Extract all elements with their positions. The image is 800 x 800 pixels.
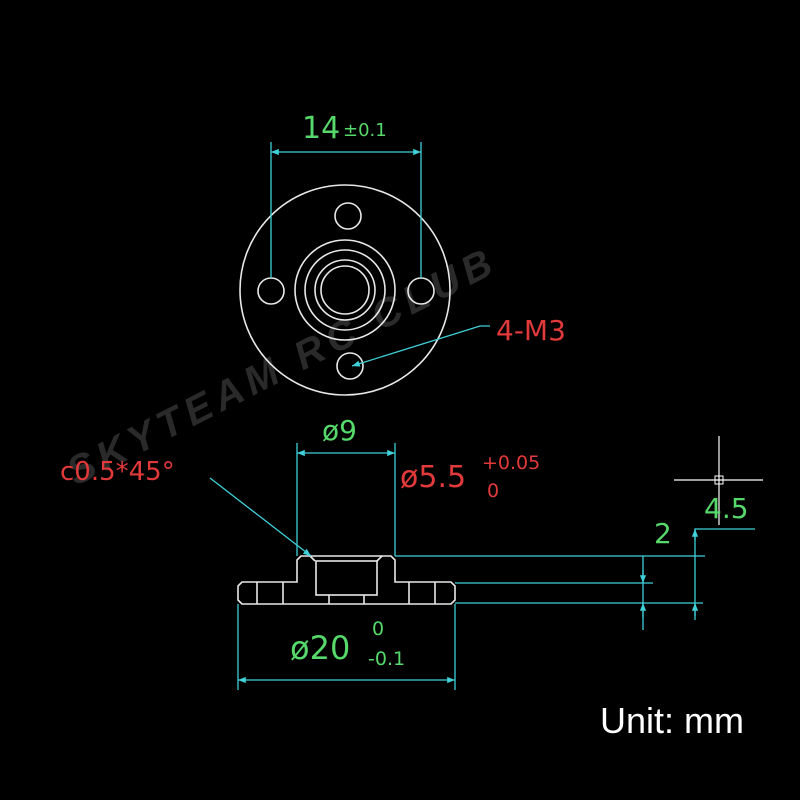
dim-20: ø20 — [290, 629, 350, 667]
dim-14: 14 — [302, 111, 340, 146]
dim-2: 2 — [654, 517, 672, 550]
hub-chamfer — [304, 249, 386, 331]
side-view: ø9 c0.5*45° ø5.5 +0.05 0 ø20 0 -0.1 4.5 … — [60, 414, 763, 690]
dim-5-5-tol-upper: +0.05 — [482, 452, 540, 474]
dim-14-tol: ±0.1 — [343, 120, 387, 141]
mount-hole — [407, 277, 435, 305]
unit-label: Unit: mm — [600, 700, 744, 741]
bore — [320, 265, 370, 315]
mount-hole — [257, 277, 285, 305]
bore-chamfer — [314, 259, 376, 321]
dim-20-tol-lower: -0.1 — [368, 648, 405, 670]
dim-20-tol-upper: 0 — [372, 618, 384, 640]
part-profile — [237, 555, 456, 605]
leader-4m3 — [351, 325, 490, 367]
cad-crosshair-cursor — [674, 436, 763, 525]
holes-label: 4-M3 — [496, 314, 566, 347]
hub-outer — [294, 239, 396, 341]
dim-5-5-tol-lower: 0 — [487, 480, 499, 502]
dim-9: ø9 — [322, 414, 357, 447]
top-view: 14 ±0.1 4-M3 — [239, 111, 566, 396]
mount-hole — [334, 202, 362, 230]
flange-outline — [239, 184, 451, 396]
bore-section — [315, 560, 378, 596]
leader-chamfer — [209, 477, 312, 557]
dim-5-5: ø5.5 — [400, 460, 466, 495]
chamfer-note: c0.5*45° — [60, 457, 175, 487]
mount-hole — [336, 352, 364, 380]
dim-4-5: 4.5 — [704, 492, 749, 525]
